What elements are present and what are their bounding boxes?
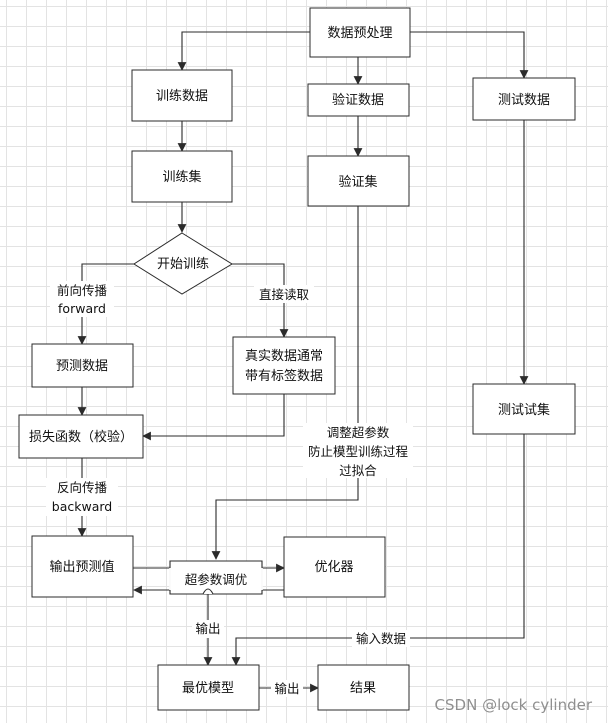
label-forward-line2: forward	[58, 301, 106, 316]
node-val-data: 验证数据	[307, 83, 410, 117]
label-backward: 反向传播 backward	[46, 478, 118, 516]
node-test-set: 测试试集	[472, 383, 576, 435]
node-loss-label: 损失函数（校验）	[29, 429, 133, 445]
label-output-1-text: 输出	[195, 621, 220, 636]
node-preprocess-label: 数据预处理	[327, 26, 392, 41]
node-predict-data-label: 预测数据	[56, 359, 108, 374]
label-tune-line3: 过拟合	[339, 463, 377, 478]
node-test-data-label: 测试数据	[498, 93, 550, 108]
node-true-data-label-line2: 带有标签数据	[245, 368, 323, 384]
node-test-set-label: 测试试集	[498, 402, 550, 418]
node-true-data-label-line1: 真实数据通常	[245, 349, 323, 364]
label-direct-read: 直接读取	[254, 285, 314, 303]
node-output-pred: 输出预测值	[31, 535, 134, 598]
edge-preprocess-to-train-data	[177, 31, 310, 71]
node-true-data: 真实数据通常 带有标签数据	[232, 336, 336, 395]
label-tune-line2: 防止模型训练过程	[308, 444, 409, 459]
node-result: 结果	[317, 664, 410, 711]
label-direct-read-text: 直接读取	[259, 287, 310, 302]
label-output-1: 输出	[192, 620, 224, 638]
hyperparam-connector	[169, 560, 263, 595]
edge-preprocess-to-test-data	[410, 31, 529, 79]
node-val-set: 验证集	[307, 155, 410, 207]
node-predict-data: 预测数据	[31, 343, 134, 388]
node-start-train: 开始训练	[133, 232, 233, 295]
node-train-data: 训练数据	[131, 69, 233, 122]
label-output-2: 输出	[271, 680, 303, 697]
label-backward-line1: 反向传播	[57, 480, 108, 495]
node-loss: 损失函数（校验）	[18, 414, 144, 459]
label-input-data-text: 输入数据	[356, 631, 406, 646]
node-train-set: 训练集	[131, 150, 233, 203]
node-best-model: 最优模型	[157, 664, 260, 711]
node-test-data: 测试数据	[472, 77, 576, 121]
label-output-2-text: 输出	[274, 681, 299, 696]
node-train-set-label: 训练集	[162, 169, 201, 185]
node-start-train-label: 开始训练	[157, 257, 209, 272]
label-tune-hyperparams: 调整超参数 防止模型训练过程 过拟合	[303, 423, 413, 478]
node-output-pred-label: 输出预测值	[49, 559, 114, 575]
node-optimizer-label: 优化器	[314, 560, 353, 575]
node-preprocess: 数据预处理	[309, 7, 411, 58]
label-forward: 前向传播 forward	[50, 281, 114, 317]
node-val-set-label: 验证集	[338, 174, 377, 190]
label-hyperparam-tuning: 超参数调优	[185, 572, 248, 587]
edge-true-data-to-loss	[142, 394, 285, 441]
label-backward-line2: backward	[52, 499, 112, 514]
node-best-model-label: 最优模型	[182, 681, 234, 696]
edge-start-to-true-data	[232, 263, 289, 338]
node-train-data-label: 训练数据	[156, 89, 208, 104]
node-optimizer: 优化器	[283, 536, 386, 598]
watermark: CSDN @lock cylinder	[435, 696, 593, 714]
node-val-data-label: 验证数据	[332, 92, 384, 108]
edge-start-to-predict	[77, 263, 134, 345]
label-tune-line1: 调整超参数	[327, 425, 390, 440]
label-input-data: 输入数据	[352, 630, 410, 647]
node-result-label: 结果	[350, 681, 376, 696]
label-forward-line1: 前向传播	[57, 283, 108, 298]
edge-val-set-to-hyperparam	[211, 206, 359, 560]
